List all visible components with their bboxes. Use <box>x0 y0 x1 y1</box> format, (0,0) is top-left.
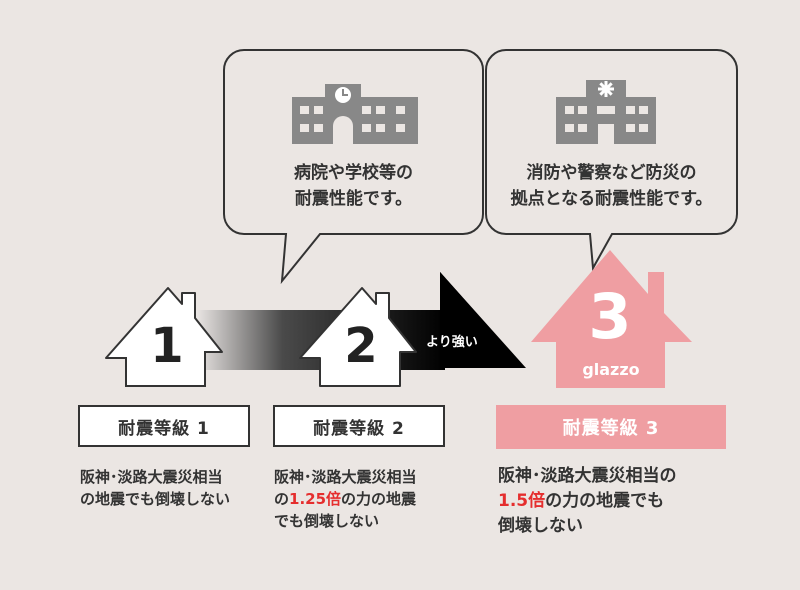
grade-2-multiplier: 1.25倍 <box>289 490 342 508</box>
school-building-icon <box>292 84 418 144</box>
grade-2-desc-line-3: でも倒壊しない <box>274 512 380 530</box>
grade-3-label: 耐震等級 3 <box>496 405 726 449</box>
grade-3-multiplier: 1.5倍 <box>498 491 546 511</box>
bubble-1-text: 病院や学校等の 耐震性能です。 <box>224 160 483 212</box>
grade-2-desc-pre: の <box>274 490 290 508</box>
grade-1-desc-line-1: 阪神･淡路大震災相当 <box>80 468 223 486</box>
grade-1-label: 耐震等級 1 <box>78 405 250 447</box>
fire-station-building-icon <box>556 80 656 144</box>
grade-2-desc-post: の力の地震 <box>341 490 417 508</box>
house-2-number: 2 <box>344 318 378 374</box>
bubble-2-text: 消防や警察など防災の 拠点となる耐震性能です。 <box>486 160 737 212</box>
house-3 <box>531 250 692 388</box>
grade-3-desc-line-1: 阪神･淡路大震災相当の <box>498 466 677 486</box>
bubble-1-line-1: 病院や学校等の <box>294 163 413 183</box>
house-3-number: 3 <box>588 280 632 353</box>
speech-bubble-1 <box>223 49 484 285</box>
grade-3-desc-post: の力の地震でも <box>545 491 665 511</box>
grade-3-desc-line-3: 倒壊しない <box>498 516 583 536</box>
grade-2-desc-line-1: 阪神･淡路大震災相当 <box>274 468 417 486</box>
grade-1-description: 阪神･淡路大震災相当 の地震でも倒壊しない <box>80 466 270 510</box>
grade-2-description: 阪神･淡路大震災相当 の1.25倍の力の地震 でも倒壊しない <box>274 466 474 532</box>
grade-2-label: 耐震等級 2 <box>273 405 445 447</box>
bubble-2-line-1: 消防や警察など防災の <box>526 163 697 183</box>
house-1-number: 1 <box>150 318 184 374</box>
speech-bubble-2 <box>485 49 738 272</box>
house-1 <box>105 287 223 387</box>
house-3-brand: glazzo <box>582 360 640 379</box>
grade-2-desc-line-2: の1.25倍の力の地震 <box>274 488 474 510</box>
bubble-2-line-2: 拠点となる耐震性能です。 <box>510 189 713 209</box>
bubble-1-line-2: 耐震性能です。 <box>294 189 413 209</box>
grade-3-description: 阪神･淡路大震災相当の 1.5倍の力の地震でも 倒壊しない <box>498 464 738 539</box>
grade-3-desc-line-2: 1.5倍の力の地震でも <box>498 489 738 514</box>
grade-1-desc-line-2: の地震でも倒壊しない <box>80 490 231 508</box>
arrow-label: より強い <box>426 335 478 350</box>
house-2 <box>299 287 417 387</box>
